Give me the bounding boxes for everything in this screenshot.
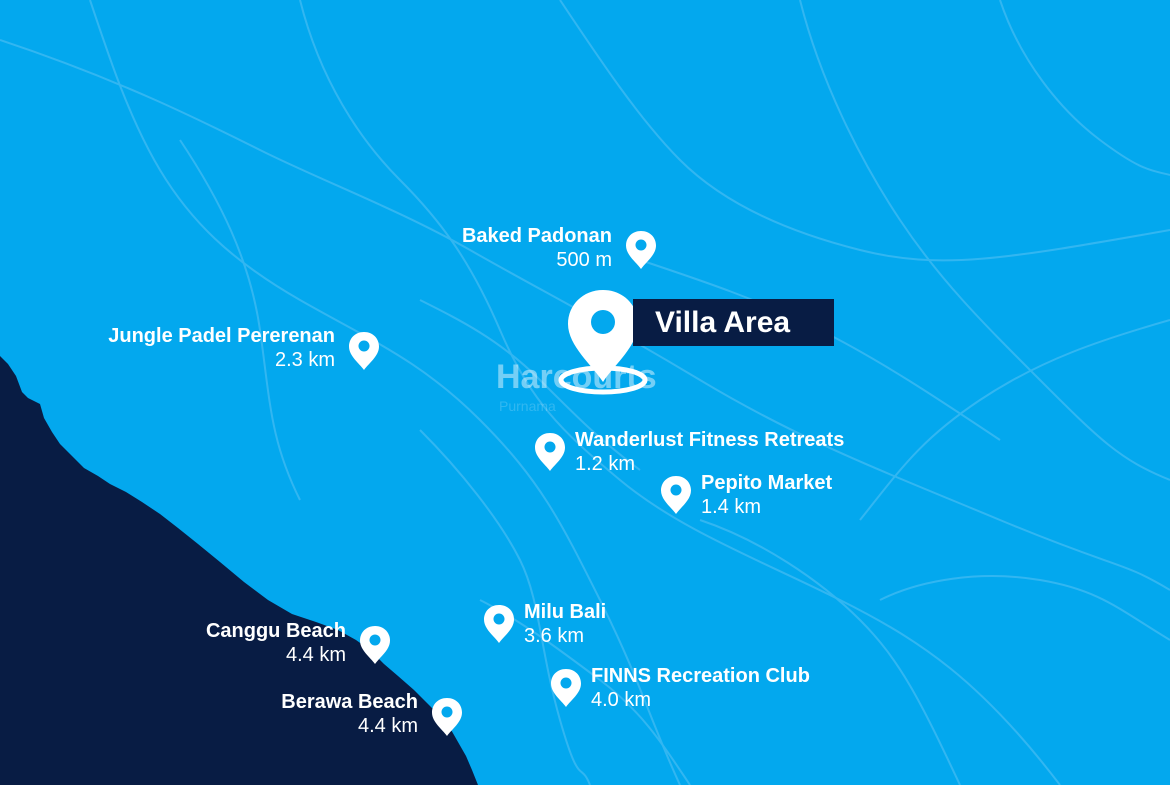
poi-milu-bali[interactable]: Milu Bali 3.6 km: [524, 600, 606, 648]
poi-pepito-market[interactable]: Pepito Market 1.4 km: [701, 471, 832, 519]
road-line: [89, 0, 681, 785]
poi-name: Wanderlust Fitness Retreats: [575, 429, 845, 451]
road-line: [999, 0, 1170, 176]
road-line: [799, 0, 1170, 481]
location-pin-icon[interactable]: [624, 230, 658, 270]
poi-distance: 1.2 km: [575, 453, 636, 475]
road-line: [639, 259, 1001, 441]
location-pin-icon[interactable]: [358, 625, 392, 665]
road-line: [859, 319, 1170, 521]
poi-jungle-padel-pererenan[interactable]: Jungle Padel Pererenan 2.3 km: [40, 324, 335, 372]
road-line: [479, 599, 691, 785]
location-pin-icon[interactable]: [659, 475, 693, 515]
poi-name: FINNS Recreation Club: [591, 665, 810, 687]
location-pin-icon[interactable]: [347, 331, 381, 371]
road-line: [699, 519, 961, 785]
road-line: [879, 575, 1170, 641]
poi-name: Baked Padonan: [461, 225, 612, 247]
poi-distance: 1.4 km: [701, 496, 762, 518]
road-line: [559, 0, 1170, 262]
road-line: [419, 299, 641, 471]
poi-berawa-beach[interactable]: Berawa Beach 4.4 km: [220, 690, 418, 738]
poi-name: Milu Bali: [524, 601, 607, 623]
road-line: [419, 429, 591, 785]
location-pin-icon[interactable]: [549, 668, 583, 708]
poi-name: Jungle Padel Pererenan: [108, 325, 335, 347]
large-location-pin-icon[interactable]: [555, 286, 651, 400]
villa-area-label: Villa Area: [633, 299, 834, 346]
poi-name: Berawa Beach: [281, 691, 418, 713]
location-pin-icon[interactable]: [533, 432, 567, 472]
poi-distance: 4.0 km: [591, 689, 652, 711]
poi-distance: 2.3 km: [274, 349, 335, 371]
land-mass: [0, 356, 478, 785]
poi-name: Canggu Beach: [205, 620, 346, 642]
poi-wanderlust-fitness-retreats[interactable]: Wanderlust Fitness Retreats 1.2 km: [575, 428, 844, 476]
brand-watermark-subtitle: Purnama: [499, 398, 556, 414]
poi-distance: 4.4 km: [285, 644, 346, 666]
poi-distance: 500 m: [556, 249, 612, 271]
poi-name: Pepito Market: [701, 472, 833, 494]
road-line: [179, 139, 301, 501]
poi-canggu-beach[interactable]: Canggu Beach 4.4 km: [150, 619, 346, 667]
poi-finns-recreation-club[interactable]: FINNS Recreation Club 4.0 km: [591, 664, 810, 712]
poi-baked-padonan[interactable]: Baked Padonan 500 m: [430, 224, 612, 272]
road-line: [299, 0, 1061, 785]
poi-distance: 3.6 km: [524, 625, 585, 647]
poi-distance: 4.4 km: [357, 715, 418, 737]
location-pin-icon[interactable]: [430, 697, 464, 737]
location-pin-icon[interactable]: [482, 604, 516, 644]
